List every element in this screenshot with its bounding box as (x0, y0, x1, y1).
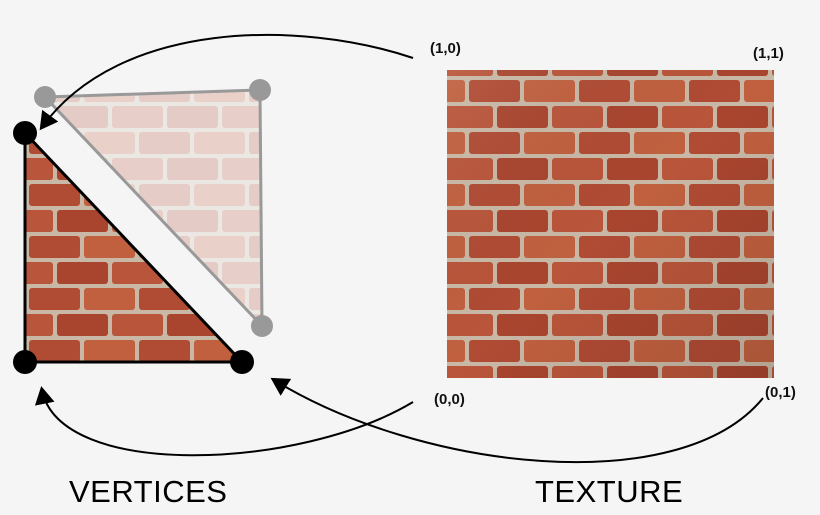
vertex-top (13, 121, 37, 145)
faded-triangle-outline (41, 88, 264, 330)
faded-vertex-bottom-right (251, 315, 273, 337)
coord-label-top-left: (1,0) (430, 40, 461, 57)
arrow-bottom-left (34, 386, 414, 457)
arrow-top (39, 33, 414, 131)
faded-vertex-top-left (34, 86, 56, 108)
texture-label: TEXTURE (535, 474, 684, 509)
coord-label-top-right: (1,1) (753, 45, 784, 62)
vertex-bottom-left (13, 350, 37, 374)
vertex-bottom-right (230, 350, 254, 374)
coord-label-bottom-right: (0,1) (765, 384, 796, 401)
vertices-label: VERTICES (69, 474, 228, 509)
arrow-bottom-right (270, 377, 764, 463)
faded-vertex-top-right (249, 79, 271, 101)
texture-image (447, 70, 774, 378)
coord-label-bottom-left: (0,0) (434, 391, 465, 408)
